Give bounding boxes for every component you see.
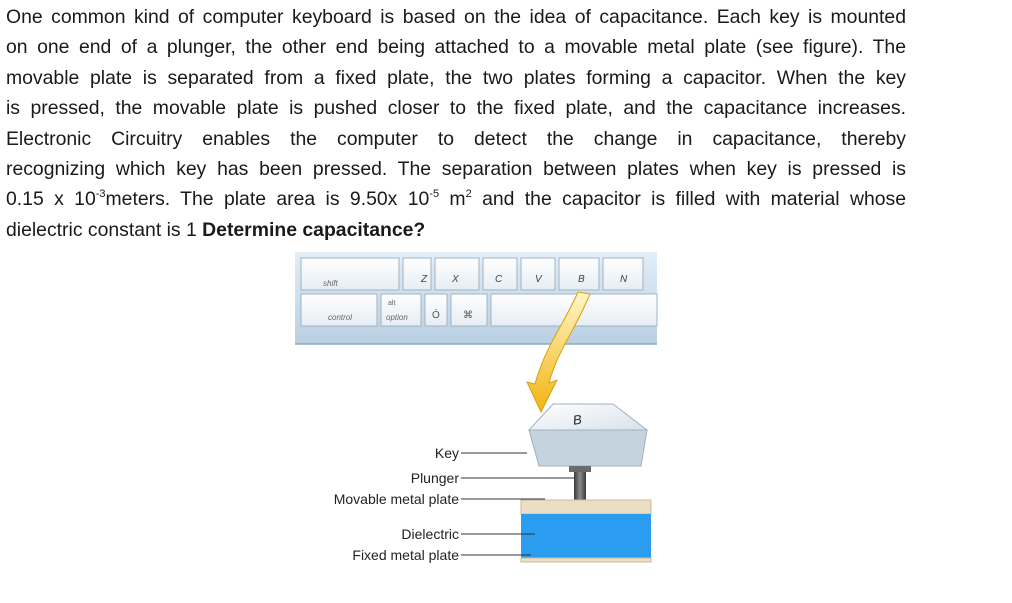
problem-line-8: dielectric constant is 1 Determine capac… bbox=[6, 215, 906, 245]
area-exponent: -5 bbox=[429, 188, 440, 201]
key-v bbox=[520, 257, 556, 291]
key-n-label: N bbox=[620, 274, 628, 285]
key-cap: B bbox=[527, 403, 649, 467]
area-value: meters. The plate area is 9.50x 10 bbox=[105, 188, 430, 211]
key-cap-top bbox=[527, 403, 649, 431]
label-key: Key bbox=[435, 445, 459, 461]
label-movable-plate: Movable metal plate bbox=[334, 491, 460, 507]
problem-line-1: One common kind of computer keyboard is … bbox=[6, 6, 906, 28]
key-control-label: control bbox=[328, 313, 352, 322]
fixed-metal-plate bbox=[520, 557, 652, 563]
key-cap-front bbox=[528, 429, 648, 467]
label-plunger: Plunger bbox=[411, 470, 460, 486]
problem-line-3: movable plate is separated from a fixed … bbox=[6, 66, 906, 89]
label-fixed-plate: Fixed metal plate bbox=[352, 547, 459, 563]
area-unit: m bbox=[439, 188, 466, 211]
key-x-label: X bbox=[451, 274, 459, 285]
key-apple bbox=[424, 293, 448, 327]
problem-line-7: 0.15 x 10-3meters. The plate area is 9.5… bbox=[6, 184, 906, 214]
key-c bbox=[482, 257, 518, 291]
key-apple-label: Ó bbox=[432, 308, 440, 321]
key-command bbox=[450, 293, 488, 327]
problem-line-2: on one end of a plunger, the other end b… bbox=[6, 36, 906, 59]
key-z-label: Z bbox=[420, 274, 428, 285]
plunger-collar bbox=[569, 466, 591, 472]
key-control bbox=[300, 293, 378, 327]
key-shift bbox=[300, 257, 400, 291]
separation-exponent: -3 bbox=[95, 188, 106, 201]
key-b bbox=[558, 257, 600, 291]
label-dielectric: Dielectric bbox=[401, 526, 459, 542]
key-b-label: B bbox=[578, 274, 585, 285]
keyboard-section: shift Z X C V B N control alt option Ó ⌘ bbox=[295, 252, 658, 345]
keyboard-capacitor-figure: shift Z X C V B N control alt option Ó ⌘… bbox=[295, 252, 658, 563]
movable-metal-plate bbox=[520, 499, 652, 515]
key-alt-label: alt bbox=[388, 300, 395, 307]
dielectric-constant-text: dielectric constant is 1 bbox=[6, 218, 203, 241]
key-x bbox=[434, 257, 480, 291]
key-option-label: option bbox=[386, 313, 408, 322]
key-c-label: C bbox=[495, 274, 503, 285]
plunger bbox=[574, 466, 586, 500]
dielectric-layer bbox=[521, 514, 651, 558]
problem-line-6: recognizing which key has been pressed. … bbox=[6, 158, 906, 181]
separation-value: 0.15 x 10 bbox=[6, 188, 96, 211]
problem-line-4: is pressed, the movable plate is pushed … bbox=[6, 97, 906, 120]
key-v-label: V bbox=[535, 274, 543, 285]
problem-text: One common kind of computer keyboard is … bbox=[6, 2, 906, 245]
key-command-label: ⌘ bbox=[463, 310, 473, 321]
key-shift-label: shift bbox=[323, 279, 338, 288]
area-unit-exponent: 2 bbox=[465, 188, 472, 201]
question-prompt: Determine capacitance? bbox=[202, 218, 426, 241]
problem-line-7-end: and the capacitor is filled with materia… bbox=[471, 188, 906, 211]
press-arrow bbox=[526, 291, 591, 414]
problem-line-5: Electronic Circuitry enables the compute… bbox=[6, 127, 906, 150]
key-z bbox=[402, 257, 432, 291]
key-n bbox=[602, 257, 644, 291]
key-option bbox=[380, 293, 422, 327]
key-cap-letter: B bbox=[572, 412, 583, 428]
